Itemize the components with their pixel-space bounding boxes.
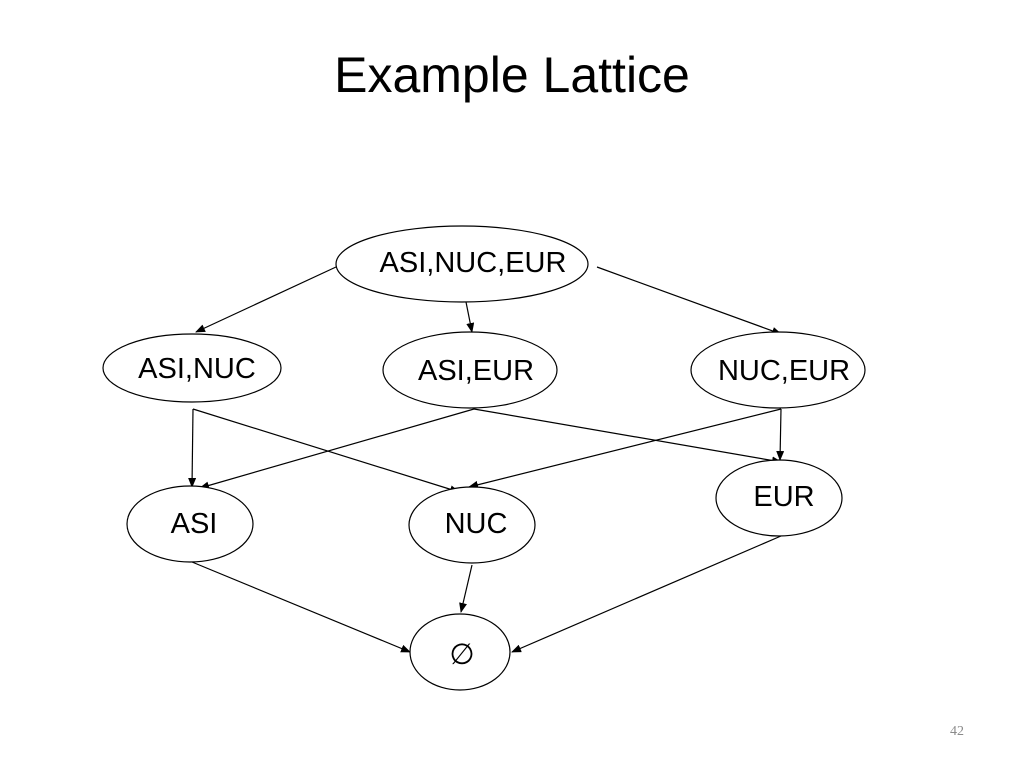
empty-set-symbol: ∅ <box>449 639 474 671</box>
node-label: ASI <box>171 508 218 540</box>
node-label: ASI,EUR <box>418 355 534 387</box>
lattice-node-asi-eur: ASI,EUR <box>382 331 558 409</box>
lattice-node-asi-nuc-eur: ASI,NUC,EUR <box>335 225 589 303</box>
node-label: NUC,EUR <box>718 355 850 387</box>
edge-asi-nuc-to-nuc <box>192 408 460 494</box>
edge-asi-to-empty <box>191 561 411 653</box>
edge-eur-to-empty <box>511 535 782 653</box>
slide-title: Example Lattice <box>334 47 690 103</box>
lattice-node-asi: ASI <box>126 485 254 563</box>
lattice-node-nuc-eur: NUC,EUR <box>690 331 866 409</box>
lattice-node-nuc: NUC <box>408 486 536 564</box>
edge-nuc-to-empty <box>459 564 473 613</box>
edge-nuc-eur-to-eur <box>776 408 785 461</box>
edge-asi-eur-to-asi <box>199 408 475 490</box>
lattice-node-empty-set: ∅ <box>409 613 511 691</box>
edge-asi-nuc-eur-to-asi-nuc <box>195 266 337 333</box>
page-number: 42 <box>950 724 964 739</box>
edge-asi-nuc-eur-to-nuc-eur <box>596 266 782 335</box>
lattice-node-eur: EUR <box>715 459 843 537</box>
node-label: NUC <box>445 508 508 540</box>
edge-asi-nuc-eur-to-asi-eur <box>465 301 475 333</box>
node-label: ASI,NUC,EUR <box>380 247 567 279</box>
edge-nuc-eur-to-nuc <box>468 408 782 489</box>
lattice-edges <box>188 266 785 653</box>
edge-asi-nuc-to-asi <box>188 408 197 488</box>
lattice-node-asi-nuc: ASI,NUC <box>102 333 282 403</box>
node-label: ASI,NUC <box>138 353 256 385</box>
edge-asi-eur-to-eur <box>473 408 782 465</box>
node-label: EUR <box>753 481 814 513</box>
